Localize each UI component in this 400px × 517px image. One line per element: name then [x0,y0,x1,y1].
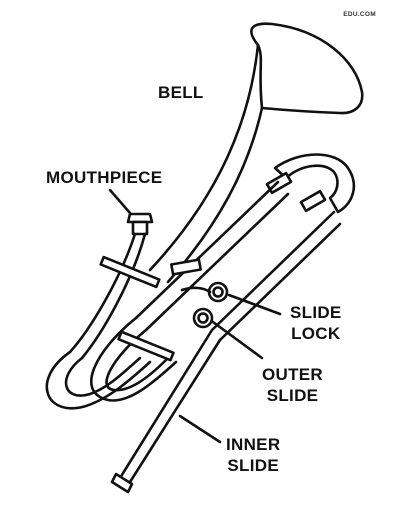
slide-lock-leader-line [227,293,282,316]
inner-slide-leader-line [178,414,222,444]
slide-brace-lower [117,330,175,362]
slide-lock-label-line1: SLIDE [290,303,342,322]
outer-slide-label: OUTER SLIDE [262,364,323,406]
outer-slide-ring [192,307,214,329]
lower-bow-outer [45,350,152,410]
inner-slide-label: INNER SLIDE [226,434,280,476]
inner-slide-end [110,472,134,494]
trombone [45,22,364,494]
mouthpiece-shank [131,220,149,236]
inner-slide-label-line2: SLIDE [227,456,279,475]
outer-slide-leader-line [211,320,264,360]
bell-tube-inner [166,106,264,284]
slide-lock-label-line2: LOCK [291,324,341,343]
inner-bow-outer [89,316,178,402]
outer-slide-label-line2: SLIDE [266,386,319,405]
outer-slide-bottom [210,210,336,332]
slide-lock-label: SLIDE LOCK [290,302,342,344]
outer-slide-ring-center [197,312,209,324]
mouthpiece-leader-line [108,188,132,215]
bell [250,22,364,115]
lead-pipe-left [68,232,137,354]
bell-tube-outer [148,43,260,272]
slide-lock-ring [207,281,229,303]
outer-slide-top-inner [144,192,290,332]
inner-bow-inner [105,328,168,392]
bell-brace [170,258,202,276]
bell-label: BELL [158,83,204,102]
lead-pipe-right [80,232,147,360]
outer-slide-label-line1: OUTER [262,365,323,384]
inner-slide-label-line1: INNER [226,435,281,454]
outer-slide-stocking [299,189,327,213]
outer-slide-top [134,180,280,320]
slide-brace-upper [99,255,161,289]
inner-slide-left [118,328,214,480]
upper-crook [273,153,356,214]
slide-lock-ring-center [212,286,224,298]
brand-logo: EDU.COM [343,11,376,18]
lock-connector [180,286,212,294]
mouthpiece-label: MOUTHPIECE [46,168,163,187]
lower-bow-inner [64,356,142,397]
outer-slide-bottom-inner [218,222,342,342]
inner-slide-right [128,338,222,484]
mouthpiece [126,212,154,224]
